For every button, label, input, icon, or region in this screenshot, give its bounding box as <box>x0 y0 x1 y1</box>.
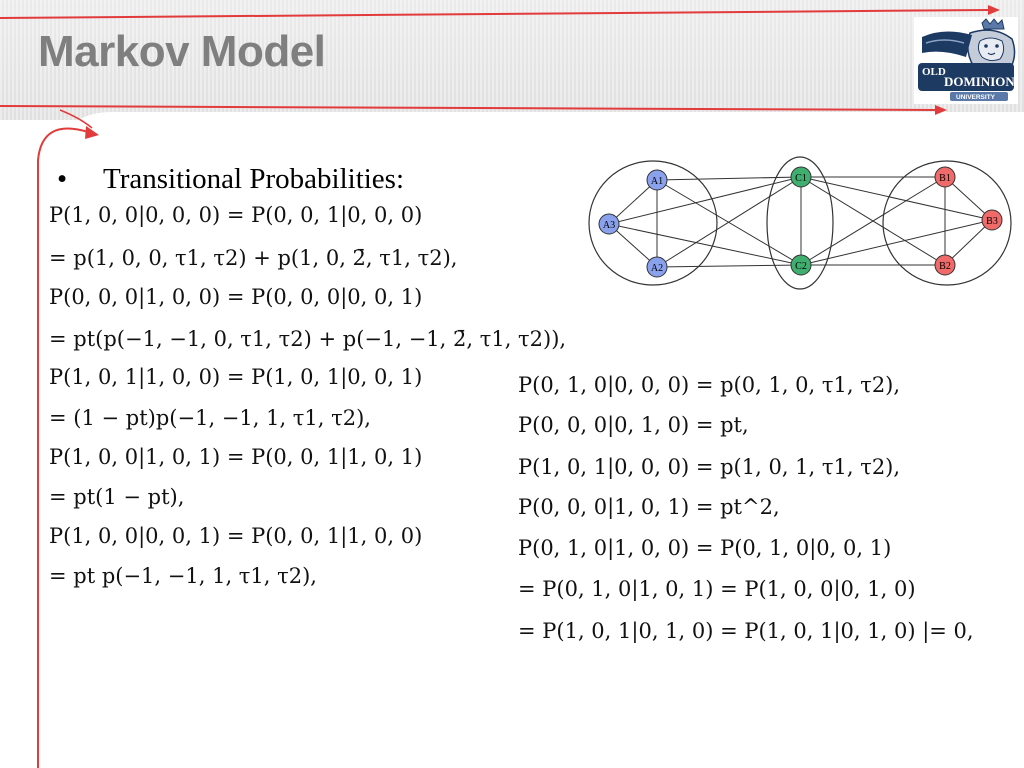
node-b3 <box>981 209 1003 231</box>
equation-left-2: = p(1, 0, 0, τ1, τ2) + p(1, 0, 2̄, τ1, τ… <box>49 246 458 270</box>
arrowhead-icon <box>988 5 1000 15</box>
equation-left-9: P(1, 0, 0|0, 0, 1) = P(0, 0, 1|1, 0, 0) <box>49 524 423 548</box>
cluster-c <box>766 156 834 290</box>
cluster-b <box>882 160 1012 286</box>
equation-right-6: = P(0, 1, 0|1, 0, 1) = P(1, 0, 0|0, 1, 0… <box>518 577 916 601</box>
equation-left-4: = pt(p(−1, −1, 0, τ1, τ2) + p(−1, −1, 2̄… <box>49 327 567 351</box>
svg-text:DOMINION: DOMINION <box>944 74 1015 89</box>
header-band <box>0 0 1024 120</box>
graph-edges <box>608 176 993 268</box>
bullet-item: • Transitional Probabilities: <box>57 160 404 198</box>
equation-left-7: P(1, 0, 0|1, 0, 1) = P(0, 0, 1|1, 0, 1) <box>49 445 423 469</box>
bullet-text: Transitional Probabilities: <box>103 163 405 195</box>
equation-left-5: P(1, 0, 1|1, 0, 0) = P(1, 0, 1|0, 0, 1) <box>49 365 423 389</box>
node-b1-label: B1 <box>939 173 951 184</box>
cluster-a <box>588 160 718 286</box>
node-c1 <box>790 166 812 188</box>
slide-title: Markov Model <box>38 27 326 76</box>
equation-left-6: = (1 − pt)p(−1, −1, 1, τ1, τ2), <box>49 406 371 430</box>
node-a2 <box>646 256 668 278</box>
node-a2-label: A2 <box>651 263 663 274</box>
equation-right-1: P(0, 1, 0|0, 0, 0) = p(0, 1, 0, τ1, τ2), <box>518 373 901 397</box>
node-b2-label: B2 <box>939 261 951 272</box>
node-c2-label: C2 <box>795 261 807 272</box>
state-graph: A1 A2 A3 C1 C2 B1 B2 B3 <box>588 156 1012 290</box>
equation-left-8: = pt(1 − pt), <box>49 485 185 509</box>
node-a3-label: A3 <box>603 220 615 231</box>
node-c2 <box>790 254 812 276</box>
university-logo: OLD DOMINION UNIVERSITY <box>914 17 1018 104</box>
svg-text:UNIVERSITY: UNIVERSITY <box>956 94 996 101</box>
node-b1 <box>934 166 956 188</box>
node-a3 <box>598 213 620 235</box>
equation-right-7: = P(1, 0, 1|0, 1, 0) = P(1, 0, 1|0, 1, 0… <box>518 619 974 643</box>
node-c1-label: C1 <box>795 173 807 184</box>
bullet-icon: • <box>57 163 68 195</box>
equation-right-2: P(0, 0, 0|0, 1, 0) = pt, <box>518 413 749 437</box>
node-b3-label: B3 <box>986 216 998 227</box>
node-b2 <box>934 254 956 276</box>
node-a1-label: A1 <box>651 176 663 187</box>
equation-left-3: P(0, 0, 0|1, 0, 0) = P(0, 0, 0|0, 0, 1) <box>49 285 423 309</box>
arrowhead-icon <box>935 105 947 115</box>
equation-right-5: P(0, 1, 0|1, 0, 0) = P(0, 1, 0|0, 0, 1) <box>518 536 892 560</box>
lion-mascot-logo-icon: OLD DOMINION UNIVERSITY <box>914 17 1018 104</box>
arrowhead-icon <box>85 126 99 139</box>
equation-right-3: P(1, 0, 1|0, 0, 0) = p(1, 0, 1, τ1, τ2), <box>518 455 901 479</box>
svg-text:OLD: OLD <box>922 66 946 78</box>
equation-right-4: P(0, 0, 0|1, 0, 1) = pt^2, <box>518 495 780 519</box>
node-a1 <box>646 169 668 191</box>
equation-left-10: = pt p(−1, −1, 1, τ1, τ2), <box>49 564 317 588</box>
content-panel <box>40 112 1024 768</box>
equation-left-1: P(1, 0, 0|0, 0, 0) = P(0, 0, 1|0, 0, 0) <box>49 203 423 227</box>
graph-nodes: A1 A2 A3 C1 C2 B1 B2 B3 <box>598 166 1003 278</box>
